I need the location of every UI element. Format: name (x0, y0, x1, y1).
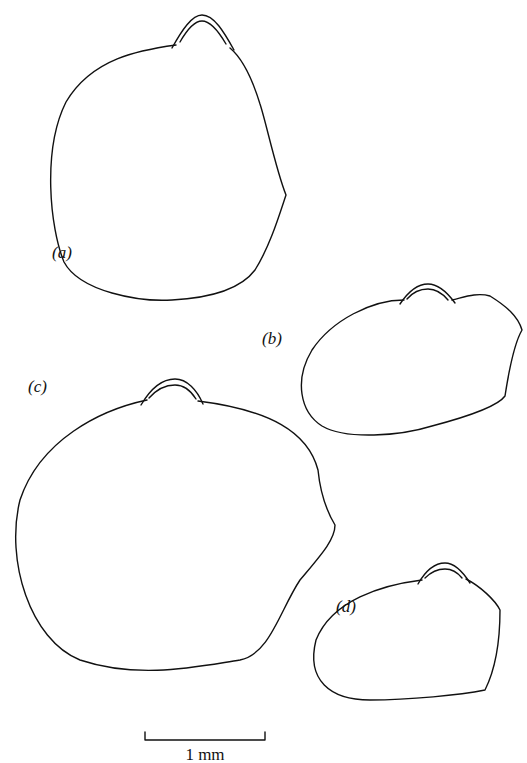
shell-umbo (425, 569, 462, 578)
panel-label: (b) (262, 330, 282, 347)
panel-label: (c) (28, 378, 47, 395)
shell-outline (16, 400, 335, 670)
shell-umbo (141, 379, 203, 405)
shell-umbo (180, 21, 226, 44)
shell-umbo (400, 284, 455, 304)
scale-bar (145, 732, 265, 740)
scale-label: 1 mm (185, 746, 224, 763)
shell-outline (51, 45, 286, 300)
shell-outline (301, 295, 522, 435)
panel-label: (d) (336, 598, 356, 615)
shell-umbo (418, 563, 470, 584)
shell-umbo (172, 15, 234, 50)
shell-outline (314, 579, 500, 700)
panel-label: (a) (52, 244, 72, 261)
shell-umbo (149, 385, 196, 399)
shell-umbo (407, 289, 448, 300)
